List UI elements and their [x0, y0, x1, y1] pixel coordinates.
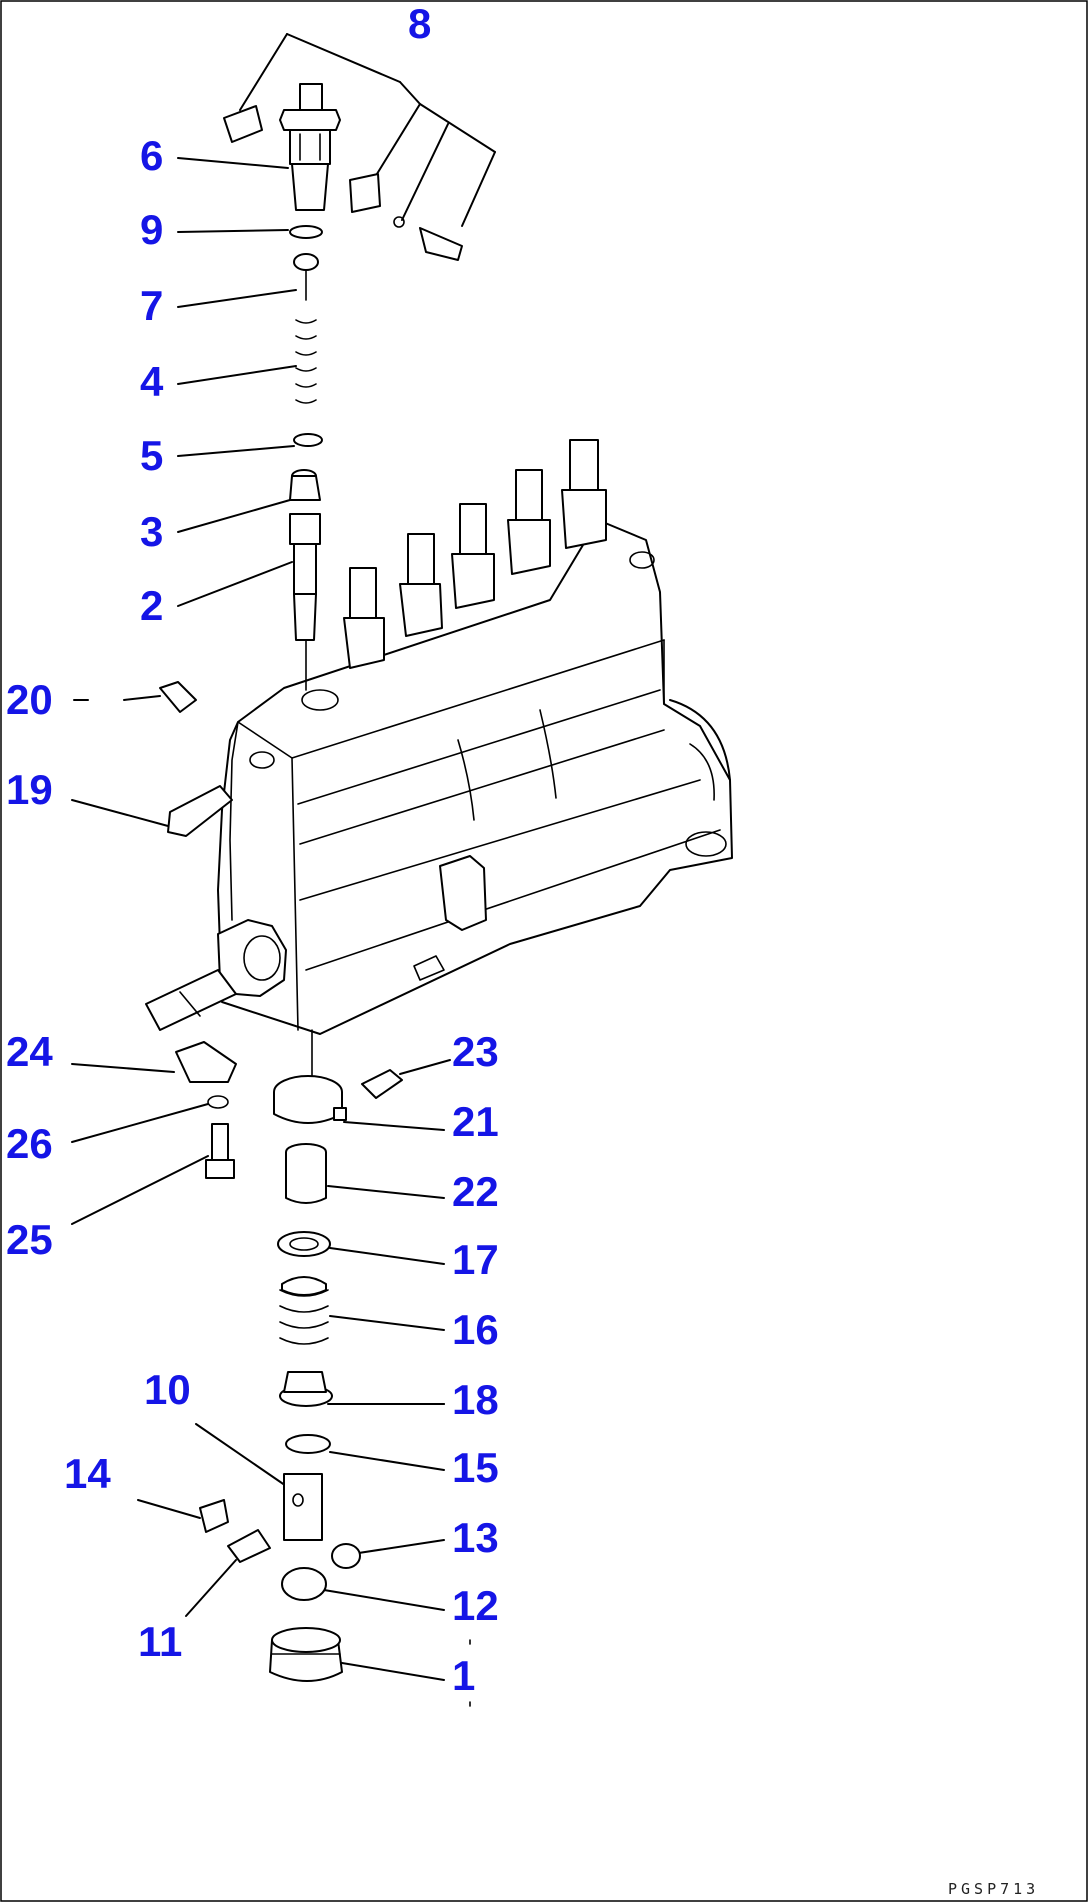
part-label-13: 13 — [452, 1514, 499, 1561]
part-label-25: 25 — [6, 1216, 53, 1263]
part-label-4: 4 — [140, 358, 164, 405]
part-label-17: 17 — [452, 1236, 499, 1283]
lower-parts-stack — [159, 681, 403, 1682]
part-label-9: 9 — [140, 206, 163, 253]
part-label-22: 22 — [452, 1168, 499, 1215]
pump-housing — [145, 439, 733, 1035]
delivery-valve-stack — [223, 83, 463, 691]
part-labels: 8 6 9 7 4 5 3 2 20 19 24 23 21 26 22 25 … — [6, 0, 499, 1699]
part-label-18: 18 — [452, 1376, 499, 1423]
part-label-20: 20 — [6, 676, 53, 723]
part-label-7: 7 — [140, 282, 163, 329]
part-label-1: 1 — [452, 1652, 475, 1699]
part-label-2: 2 — [140, 582, 163, 629]
part-label-10: 10 — [144, 1366, 191, 1413]
part-label-19: 19 — [6, 766, 53, 813]
part-label-11: 11 — [138, 1618, 182, 1665]
part-label-15: 15 — [452, 1444, 499, 1491]
part-label-21: 21 — [452, 1098, 499, 1145]
part-label-16: 16 — [452, 1306, 499, 1353]
part-label-3: 3 — [140, 508, 163, 555]
part-label-26: 26 — [6, 1120, 53, 1167]
part-label-14: 14 — [64, 1450, 111, 1497]
part-label-24: 24 — [6, 1028, 53, 1075]
part-label-12: 12 — [452, 1582, 499, 1629]
part-label-6: 6 — [140, 132, 163, 179]
part-label-8: 8 — [408, 0, 431, 47]
drawing-code: PGSP713 — [948, 1880, 1039, 1898]
leader-lines — [71, 33, 496, 1707]
part-label-5: 5 — [140, 432, 163, 479]
part-label-23: 23 — [452, 1028, 499, 1075]
